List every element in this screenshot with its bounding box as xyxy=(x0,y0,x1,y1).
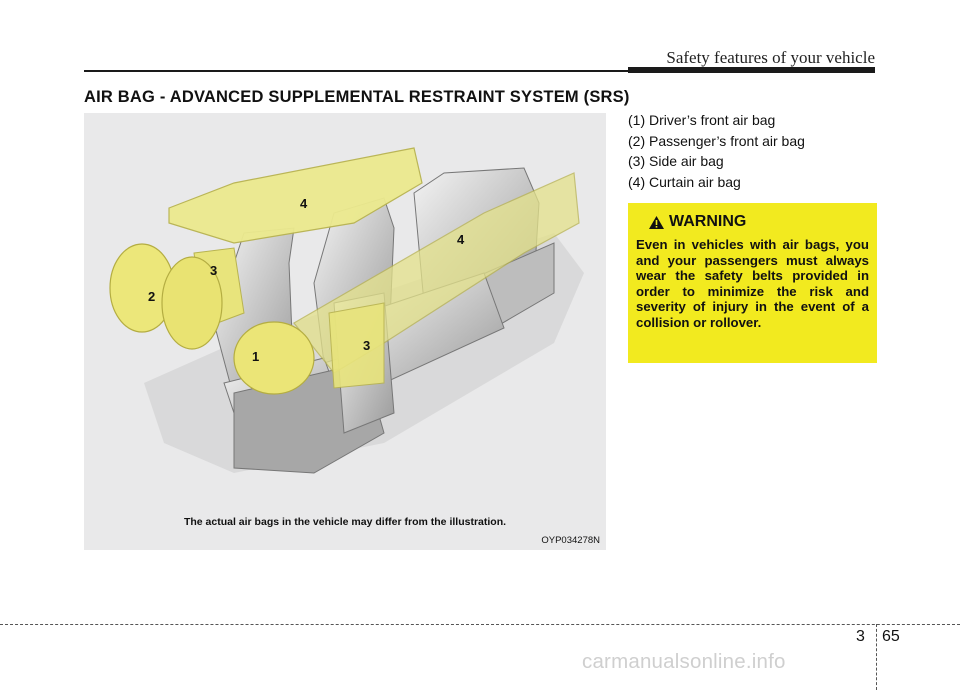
callout-number: 4 xyxy=(300,196,308,211)
airbag-illustration: 4 4 3 2 1 3 The actual air bags in the v… xyxy=(84,113,606,550)
warning-header: WARNING xyxy=(648,213,869,231)
legend-item: (2) Passenger’s front air bag xyxy=(628,132,805,149)
footer-divider xyxy=(876,624,877,690)
illustration-caption: The actual air bags in the vehicle may d… xyxy=(183,516,507,528)
chapter-number: 3 xyxy=(856,628,865,645)
legend-item: (3) Side air bag xyxy=(628,153,724,169)
warning-text: Even in vehicles with air bags, you and … xyxy=(636,237,869,330)
callout-number: 1 xyxy=(252,349,259,364)
watermark: carmanualsonline.info xyxy=(582,650,786,673)
legend-item: (4) Curtain air bag xyxy=(628,173,741,190)
page-number: 65 xyxy=(882,628,900,645)
airbag-legend: (1) Driver’s front air bag (2) Passenger… xyxy=(628,110,805,192)
page-heading: AIR BAG - ADVANCED SUPPLEMENTAL RESTRAIN… xyxy=(84,88,630,106)
warning-triangle-icon xyxy=(649,215,664,229)
airbag-drawing: 4 4 3 2 1 3 xyxy=(109,147,584,474)
callout-number: 3 xyxy=(210,263,217,278)
callout-number: 3 xyxy=(363,338,370,353)
warning-title: WARNING xyxy=(669,213,747,230)
footer-rule xyxy=(0,624,960,625)
legend-item: (1) Driver’s front air bag xyxy=(628,112,776,128)
section-title: Safety features of your vehicle xyxy=(666,48,875,67)
callout-number: 4 xyxy=(457,232,465,247)
header-rule xyxy=(84,70,864,72)
warning-box: WARNING Even in vehicles with air bags, … xyxy=(628,203,877,363)
header-rule-accent xyxy=(628,67,875,73)
callout-number: 2 xyxy=(148,289,155,304)
image-code: OYP034278N xyxy=(541,535,600,546)
